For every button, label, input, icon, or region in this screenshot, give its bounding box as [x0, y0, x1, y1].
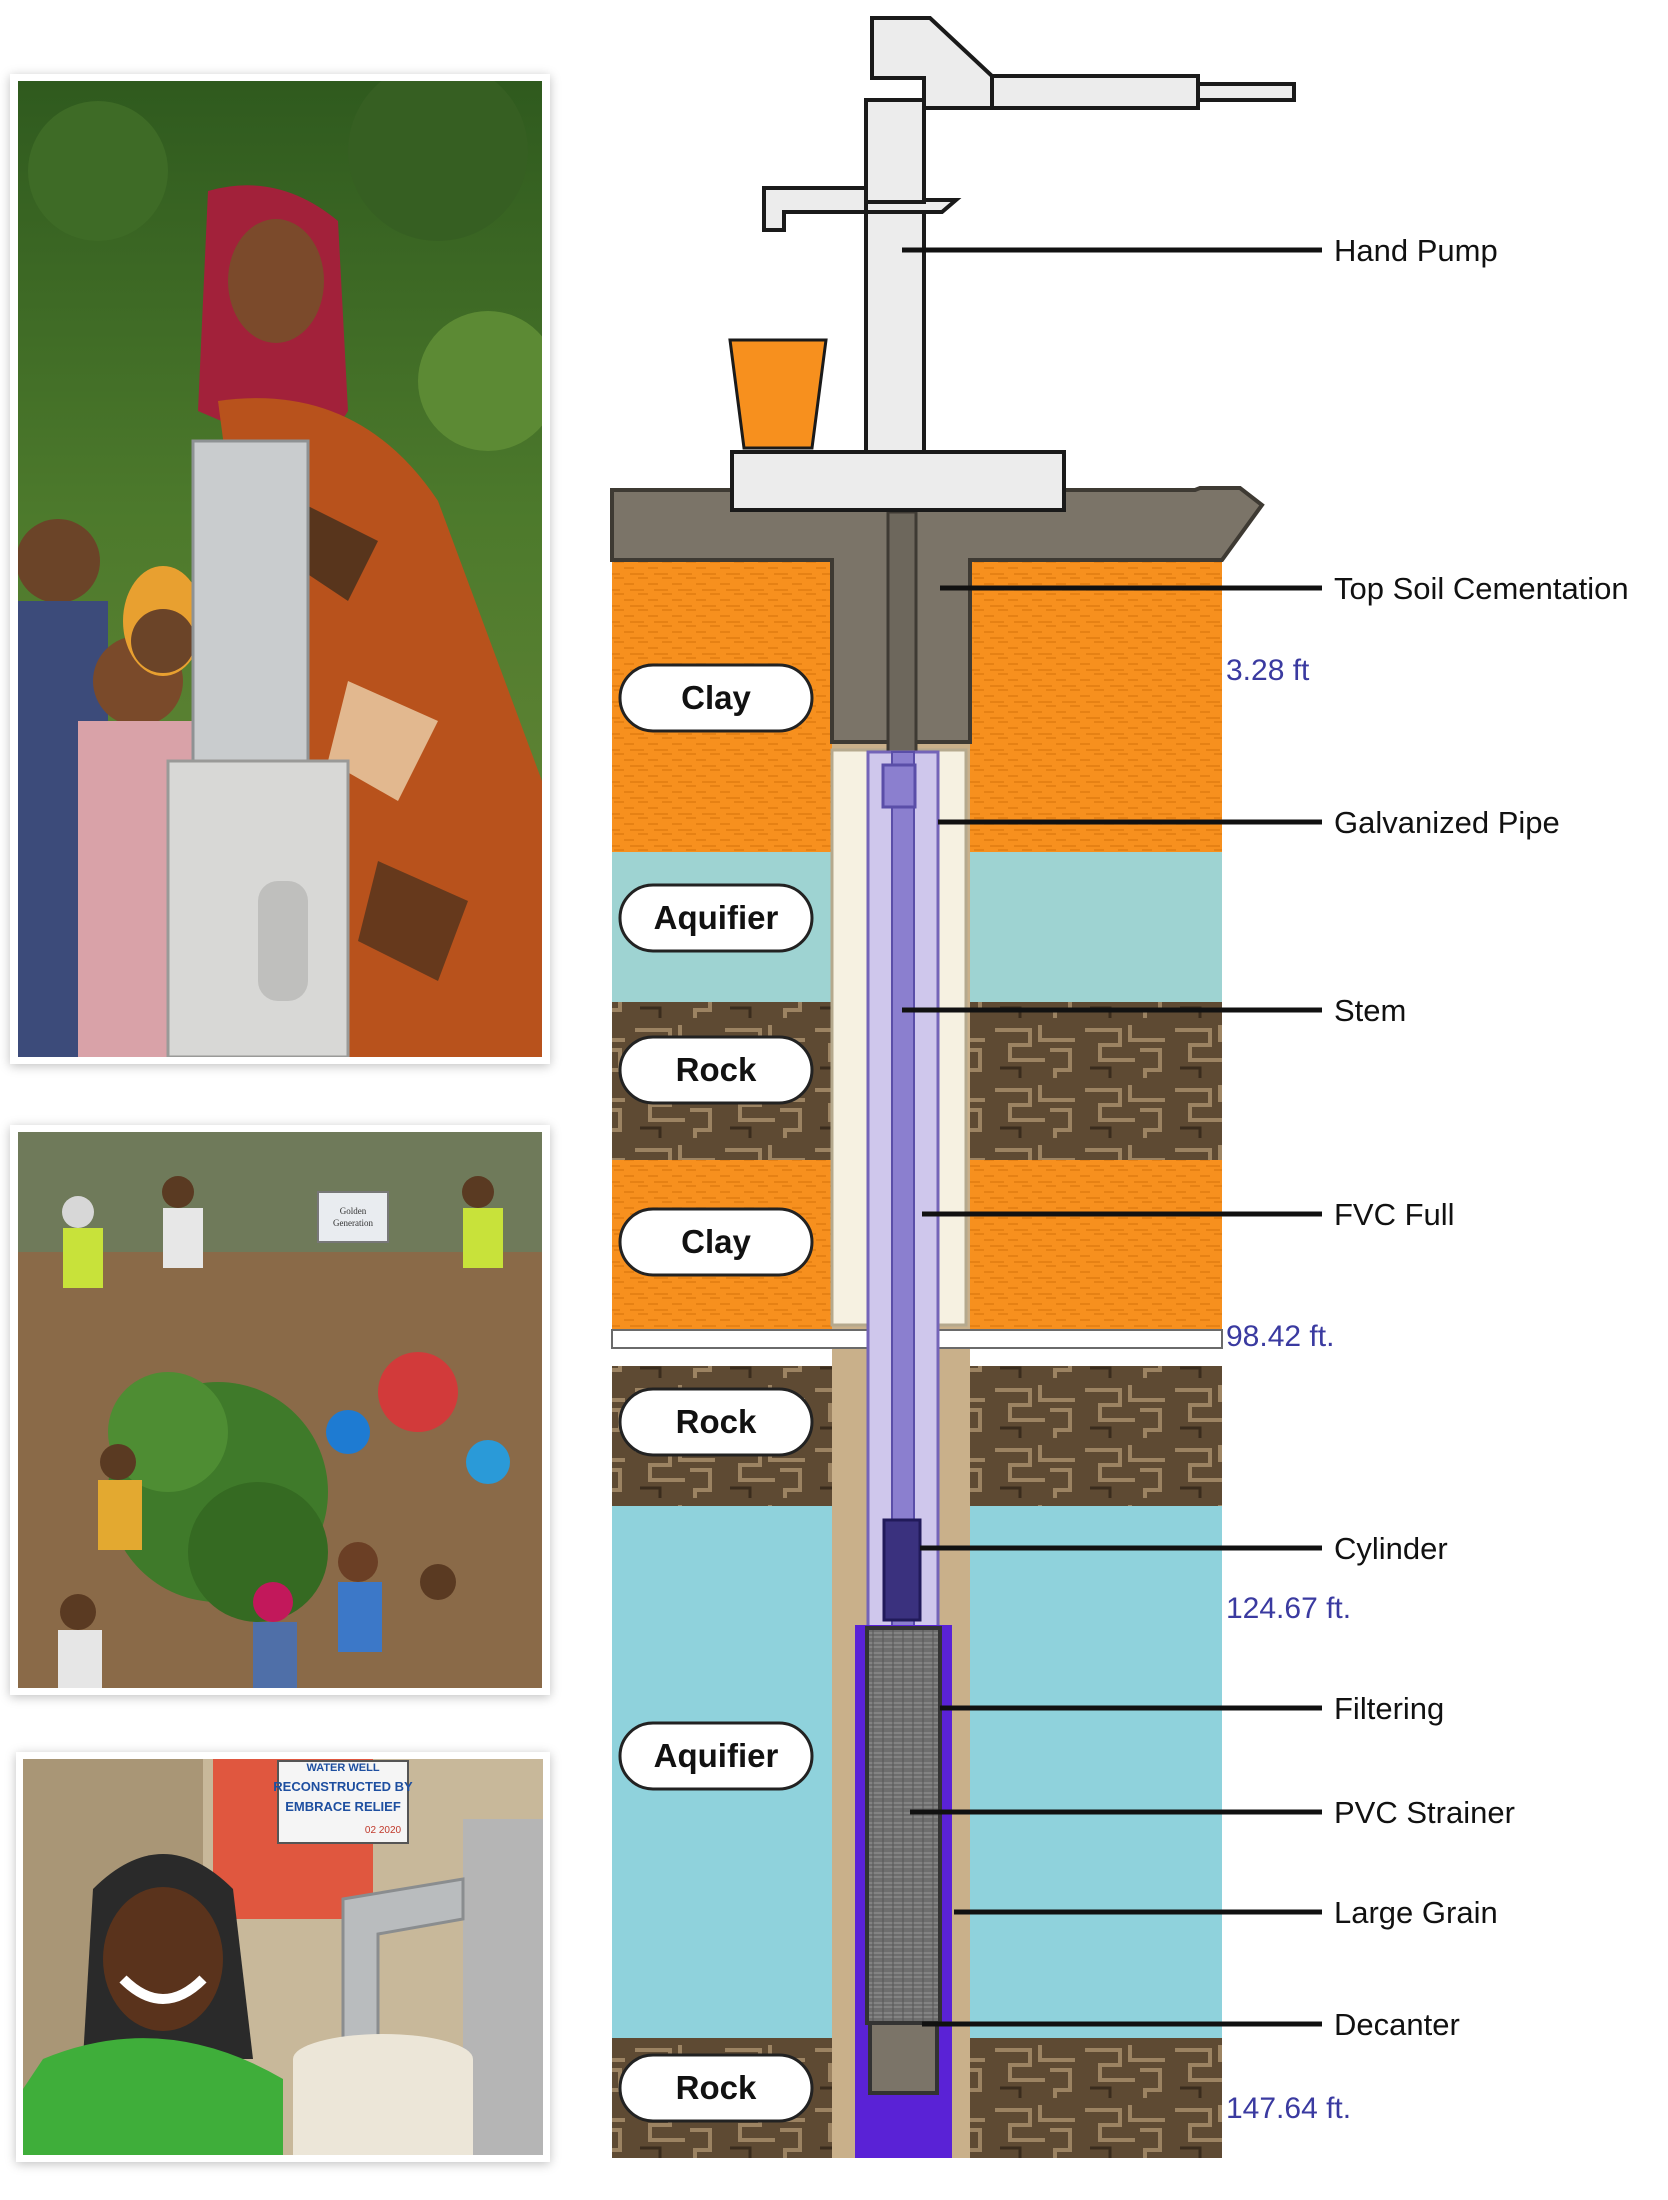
layer-label-clay-4: Clay — [618, 1207, 814, 1277]
callout-label: Cylinder — [1334, 1531, 1448, 1566]
layer-label-text: Rock — [676, 1403, 757, 1440]
callout-decanter: Decanter — [922, 2007, 1460, 2042]
layer-label-text: Clay — [681, 1223, 751, 1260]
plaque-line-2: RECONSTRUCTED BY — [273, 1779, 413, 1794]
decanter — [868, 2021, 939, 2095]
cylinder — [882, 1518, 922, 1622]
photo-crowd-around-well: Golden Generation — [10, 1125, 550, 1695]
layer-label-rock-3: Rock — [618, 1035, 814, 1105]
layer-label-text: Aquifier — [654, 1737, 779, 1774]
plaque-line-3: EMBRACE RELIEF — [285, 1799, 401, 1814]
callout-label: Hand Pump — [1334, 233, 1498, 268]
callout-label: Galvanized Pipe — [1334, 805, 1560, 840]
funnel-cup — [728, 338, 828, 450]
layer-label-clay-1: Clay — [618, 663, 814, 733]
layer-label-rock-7: Rock — [618, 2053, 814, 2123]
layer-label-aquifier-2: Aquifier — [618, 883, 814, 953]
top-soil-cementation — [610, 486, 1265, 744]
depth-marker-4: 147.64 ft. — [1226, 2092, 1351, 2125]
pvc-strainer — [865, 1626, 942, 2025]
callout-label: PVC Strainer — [1334, 1795, 1515, 1830]
layer-label-text: Rock — [676, 1051, 757, 1088]
callout-label: Top Soil Cementation — [1334, 571, 1629, 606]
callout-hand-pump: Hand Pump — [902, 233, 1498, 268]
depth-marker-2: 98.42 ft. — [1226, 1320, 1334, 1353]
layer-label-rock-5: Rock — [618, 1387, 814, 1457]
hand-pump — [730, 16, 1296, 512]
layer-label-text: Clay — [681, 679, 751, 716]
callout-label: Large Grain — [1334, 1895, 1498, 1930]
layer-label-text: Rock — [676, 2069, 757, 2106]
callout-fvc-full: FVC Full — [922, 1197, 1455, 1232]
plaque-line-1: WATER WELL — [306, 1762, 379, 1774]
callout-cylinder: Cylinder — [920, 1531, 1448, 1566]
callout-large-grain: Large Grain — [954, 1895, 1498, 1930]
callout-label: Decanter — [1334, 2007, 1460, 2042]
callout-galvanized-pipe: Galvanized Pipe — [938, 805, 1560, 840]
callout-top-soil-cementation: Top Soil Cementation — [940, 571, 1629, 606]
callout-stem: Stem — [902, 993, 1406, 1028]
layer-label-text: Aquifier — [654, 899, 779, 936]
sign-line-1: Golden — [340, 1206, 367, 1216]
depth-marker-1: 3.28 ft — [1226, 654, 1310, 687]
depth-marker-3: 124.67 ft. — [1226, 1592, 1351, 1625]
sign-line-2: Generation — [333, 1218, 373, 1228]
photo-girl-at-tap: WATER WELL RECONSTRUCTED BY EMBRACE RELI… — [16, 1752, 550, 2162]
photo-woman-at-hand-pump — [10, 74, 550, 1064]
plaque-line-4: 02 2020 — [365, 1825, 402, 1836]
callout-label: Stem — [1334, 993, 1406, 1028]
callout-label: FVC Full — [1334, 1197, 1455, 1232]
layer-label-aquifier-6: Aquifier — [618, 1721, 814, 1791]
callout-label: Filtering — [1334, 1691, 1444, 1726]
callout-filtering: Filtering — [940, 1691, 1444, 1726]
callout-pvc-strainer: PVC Strainer — [910, 1795, 1515, 1830]
